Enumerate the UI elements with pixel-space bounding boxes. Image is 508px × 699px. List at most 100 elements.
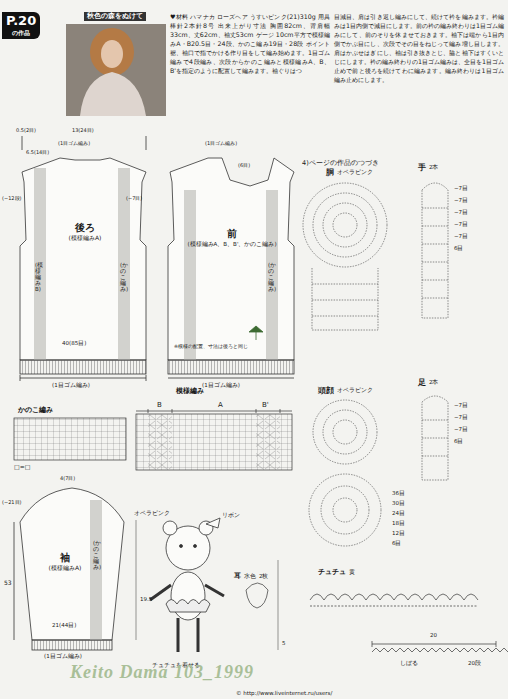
- node-title: P.20: [6, 14, 36, 29]
- node-title: 胴: [326, 168, 334, 177]
- dimension-label: © http://www.liveinternet.ru/users/: [236, 690, 332, 696]
- dimension-label: −7目: [454, 233, 468, 239]
- node-note: (模様編みA、B、B'、かのこ編み): [187, 241, 276, 247]
- dimension-label: (−21目): [2, 500, 21, 506]
- dimension-label: 12目: [392, 530, 405, 536]
- dimension-label: 18目: [392, 520, 405, 526]
- node-note: 2本: [429, 379, 439, 385]
- pattern-note: (かのこ編み): [93, 540, 99, 570]
- back-label: 後ろ(模様編みA): [50, 222, 120, 241]
- node-title: 模様編み: [176, 387, 204, 395]
- watermark: Keito Dama 103_1999: [70, 662, 254, 683]
- dimension-label: 5: [282, 640, 286, 646]
- dimension-label: 0.5(2目): [16, 128, 36, 134]
- node-note: 2本: [429, 164, 439, 170]
- dimension-label: 40(85目): [62, 340, 86, 346]
- node-title: 袖: [60, 552, 70, 564]
- dimension-label: 21(44目): [52, 622, 76, 628]
- sleeve-label: 袖(模様編みA): [42, 552, 88, 571]
- dimension-label: A: [218, 401, 223, 409]
- dimension-label: B: [157, 401, 162, 409]
- crochet-heading: 胴オペラピンク: [326, 168, 373, 177]
- pattern-note: (かのこ編み): [120, 262, 126, 292]
- dimension-label: −7目: [454, 221, 468, 227]
- node-note: (模様編みA): [49, 565, 82, 572]
- crochet-heading: 耳水色2枚: [234, 572, 269, 580]
- dimension-label: −7目: [454, 414, 468, 420]
- node-note: 黄: [349, 569, 355, 575]
- node-title: 前: [227, 228, 237, 240]
- dimension-label: チュチュを着せる: [152, 662, 200, 668]
- dimension-label: (6目): [238, 163, 250, 169]
- node-note: (模様編みA): [69, 235, 102, 242]
- pattern-note: (模様編みB): [35, 262, 41, 292]
- doll-illustration: [136, 518, 278, 652]
- dimension-label: (−7目): [126, 196, 142, 202]
- tutu-chart: [310, 594, 508, 652]
- node-title: 後ろ: [75, 222, 95, 234]
- back-piece: [20, 136, 146, 381]
- model-photo: [66, 24, 166, 116]
- sleeve-piece: [14, 488, 124, 650]
- dimension-label: (1目ゴム編み): [58, 141, 90, 147]
- node-title: 手: [418, 163, 426, 172]
- dimension-label: −7目: [454, 209, 468, 215]
- front-label: 前(模様編みA、B、B'、かのこ編み): [185, 228, 278, 247]
- dimension-label: 30目: [392, 500, 405, 506]
- node-note: の作品: [12, 30, 30, 37]
- node-note: オペラピンク: [337, 169, 373, 175]
- dimension-label: 24目: [392, 510, 405, 516]
- node-note: オペラピンク: [337, 387, 373, 393]
- dimension-label: 6目: [454, 438, 464, 444]
- crochet-heading: チュチュ黄: [318, 568, 355, 576]
- dimension-label: −7目: [454, 185, 468, 191]
- ear-chart: [246, 583, 268, 608]
- dimension-label: (−12段): [2, 196, 21, 202]
- dimension-label: リボン: [222, 512, 240, 518]
- crochet-charts: [303, 183, 448, 546]
- dimension-label: 20: [430, 632, 437, 638]
- crochet-heading: 手2本: [418, 163, 439, 172]
- dimension-label: (1目ゴム編み): [44, 653, 82, 659]
- node-title: 秋色の森をぬけて: [87, 13, 143, 20]
- node-title: 頭顔: [318, 386, 334, 395]
- node-title: 足: [418, 378, 426, 387]
- dimension-label: −7目: [454, 197, 468, 203]
- dimension-label: 4(7目): [60, 476, 75, 482]
- dimension-label: 19.5: [140, 596, 152, 602]
- dimension-label: 4)ページの作品のつづき: [302, 160, 379, 167]
- dimension-label: 6目: [454, 245, 464, 251]
- instruction-text: ♥材料 ハマナカ ローズヘア うすいピンク(21)310g 用具 棒針2本針8号…: [170, 13, 330, 76]
- dimension-label: −7目: [454, 402, 468, 408]
- dimension-label: 6.5(14目): [26, 150, 49, 156]
- chart-heading: かのこ編み: [18, 406, 53, 414]
- dimension-label: オペラピンク: [134, 510, 170, 516]
- dimension-label: しぼる: [400, 660, 418, 666]
- front-piece: [168, 158, 294, 378]
- dimension-label: B': [262, 401, 269, 409]
- crochet-heading: 足2本: [418, 378, 439, 387]
- node-note: 2枚: [259, 573, 269, 579]
- dimension-label: 6目: [392, 540, 402, 546]
- node-title: チュチュ: [318, 568, 346, 576]
- crochet-heading: 頭顔オペラピンク: [318, 386, 373, 395]
- pattern-note: (かのこ編み): [268, 262, 274, 292]
- dimension-label: 13(24目): [72, 128, 94, 134]
- dimension-label: (1目ゴム編み): [52, 382, 90, 388]
- title-strip: 秋色の森をぬけて: [84, 12, 146, 21]
- node-title: 耳: [234, 572, 241, 580]
- instruction-text: 目減目、肩は引き返し編みにして、続けて衿を編みます。衿編みは1目内側で減目にしま…: [334, 13, 504, 85]
- dimension-label: −7目: [454, 426, 468, 432]
- page-badge: P.20の作品: [2, 12, 40, 39]
- stitch-charts: [14, 409, 292, 470]
- dimension-label: (1目ゴム編み): [205, 141, 237, 147]
- chart-heading: 模様編み: [176, 387, 204, 395]
- node-title: かのこ編み: [18, 406, 53, 414]
- dimension-label: □=□: [14, 464, 30, 471]
- dimension-label: (1目ゴム編み): [202, 382, 240, 388]
- dimension-label: 36目: [392, 490, 405, 496]
- dimension-label: ※模様の配置、寸法は後ろと同じ: [174, 344, 248, 350]
- node-note: 水色: [244, 573, 256, 579]
